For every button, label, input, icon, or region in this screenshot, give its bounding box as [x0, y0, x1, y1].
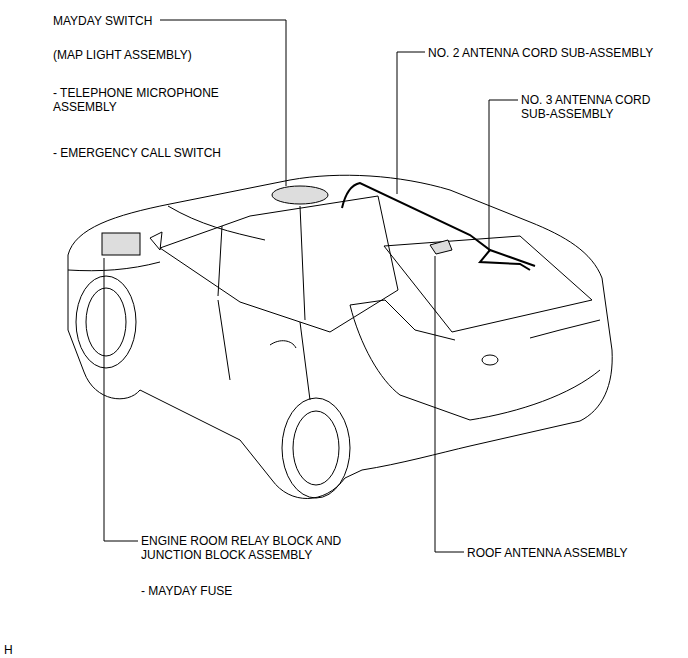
tail-lights	[350, 300, 600, 340]
part-label: ROOF ANTENNA ASSEMBLY	[467, 546, 628, 560]
rear-window	[384, 236, 592, 332]
emblem	[482, 355, 498, 365]
tailgate	[350, 305, 600, 420]
door-handle	[270, 341, 296, 348]
antenna-cord-3	[480, 250, 530, 270]
part-label: NO. 3 ANTENNA CORD SUB-ASSEMBLY	[521, 93, 671, 121]
mirror	[150, 232, 162, 250]
part-label: (MAP LIGHT ASSEMBLY)	[53, 48, 192, 62]
car-body	[68, 175, 612, 498]
door-lines	[218, 300, 310, 400]
map-light	[272, 186, 328, 204]
part-label: MAYDAY SWITCH	[53, 14, 152, 28]
part-label: H	[4, 643, 13, 657]
part-label: - TELEPHONE MICROPHONE ASSEMBLY	[53, 86, 238, 114]
rear-wheel	[282, 398, 350, 498]
roof-antenna	[430, 240, 452, 254]
rear-rim	[293, 411, 339, 485]
part-label: - MAYDAY FUSE	[141, 584, 232, 598]
hood-lines	[68, 206, 265, 271]
part-label: - EMERGENCY CALL SWITCH	[53, 146, 221, 160]
window-pillars	[218, 206, 305, 320]
side-windows	[160, 196, 398, 332]
part-label: ENGINE ROOM RELAY BLOCK AND JUNCTION BLO…	[141, 534, 356, 562]
front-rim	[86, 288, 126, 356]
relay-block	[102, 233, 140, 255]
antenna-cord	[342, 183, 535, 266]
front-wheel	[76, 276, 136, 368]
part-label: NO. 2 ANTENNA CORD SUB-ASSEMBLY	[428, 46, 653, 60]
parts	[102, 183, 535, 270]
body-outline	[68, 175, 612, 498]
